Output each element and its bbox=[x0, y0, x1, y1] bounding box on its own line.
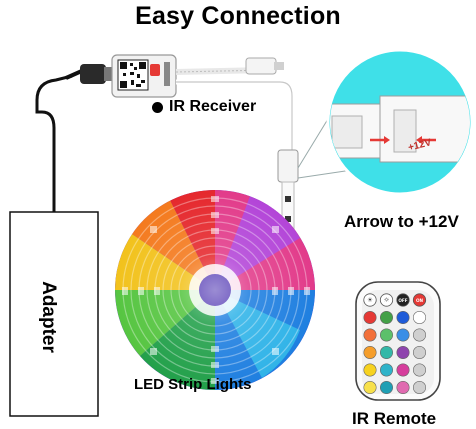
adapter-label: Adapter bbox=[18, 262, 78, 372]
remote-color-button bbox=[379, 345, 393, 359]
ir-receiver-label: IR Receiver bbox=[152, 98, 256, 116]
remote-color-button bbox=[396, 328, 410, 342]
remote-color-button bbox=[363, 345, 377, 359]
zoom-callout bbox=[326, 48, 474, 196]
remote-color-button bbox=[379, 328, 393, 342]
remote-color-button bbox=[379, 310, 393, 324]
remote-button-on bbox=[412, 293, 427, 307]
remote-button-brightness-2 bbox=[379, 293, 394, 307]
remote-color-button bbox=[363, 310, 377, 324]
remote-color-button bbox=[412, 363, 426, 377]
remote-color-button bbox=[396, 310, 410, 324]
remote-color-button bbox=[412, 328, 426, 342]
remote-button-brightness-1 bbox=[363, 293, 377, 307]
page-title: Easy Connection bbox=[135, 2, 341, 30]
remote-button-label: ON bbox=[416, 298, 424, 303]
remote-color-button bbox=[396, 363, 410, 377]
remote-color-button bbox=[412, 310, 426, 324]
ir-receiver-text: IR Receiver bbox=[169, 98, 257, 115]
remote-color-button bbox=[412, 345, 426, 359]
strip-connector bbox=[245, 57, 284, 75]
bullet-icon bbox=[152, 101, 163, 113]
remote-button-label: OFF bbox=[398, 298, 407, 303]
dc-plug bbox=[80, 64, 112, 84]
adapter-box bbox=[9, 211, 99, 417]
adapter-cable bbox=[35, 74, 73, 212]
remote-button-label: ☀ bbox=[367, 296, 373, 304]
led-strip-label: LED Strip Lights bbox=[134, 376, 252, 393]
remote-color-button bbox=[363, 363, 377, 377]
ir-receiver-box bbox=[111, 54, 177, 98]
remote-color-button bbox=[379, 363, 393, 377]
remote-color-button bbox=[396, 380, 410, 394]
remote-buttons: ☀ ☼ OFF ON bbox=[363, 293, 427, 394]
remote-button-label: ☼ bbox=[384, 296, 390, 304]
remote-color-button bbox=[396, 345, 410, 359]
led-strip-coil bbox=[115, 190, 315, 390]
arrow-label: Arrow to +12V bbox=[344, 212, 459, 231]
adapter-text: Adapter bbox=[38, 281, 59, 353]
remote-color-button bbox=[412, 380, 426, 394]
remote-color-button bbox=[379, 380, 393, 394]
remote-label: IR Remote bbox=[352, 409, 437, 428]
remote-color-button bbox=[363, 328, 377, 342]
remote-button-off bbox=[396, 293, 410, 307]
white-wire bbox=[176, 79, 295, 154]
remote-color-button bbox=[363, 380, 377, 394]
